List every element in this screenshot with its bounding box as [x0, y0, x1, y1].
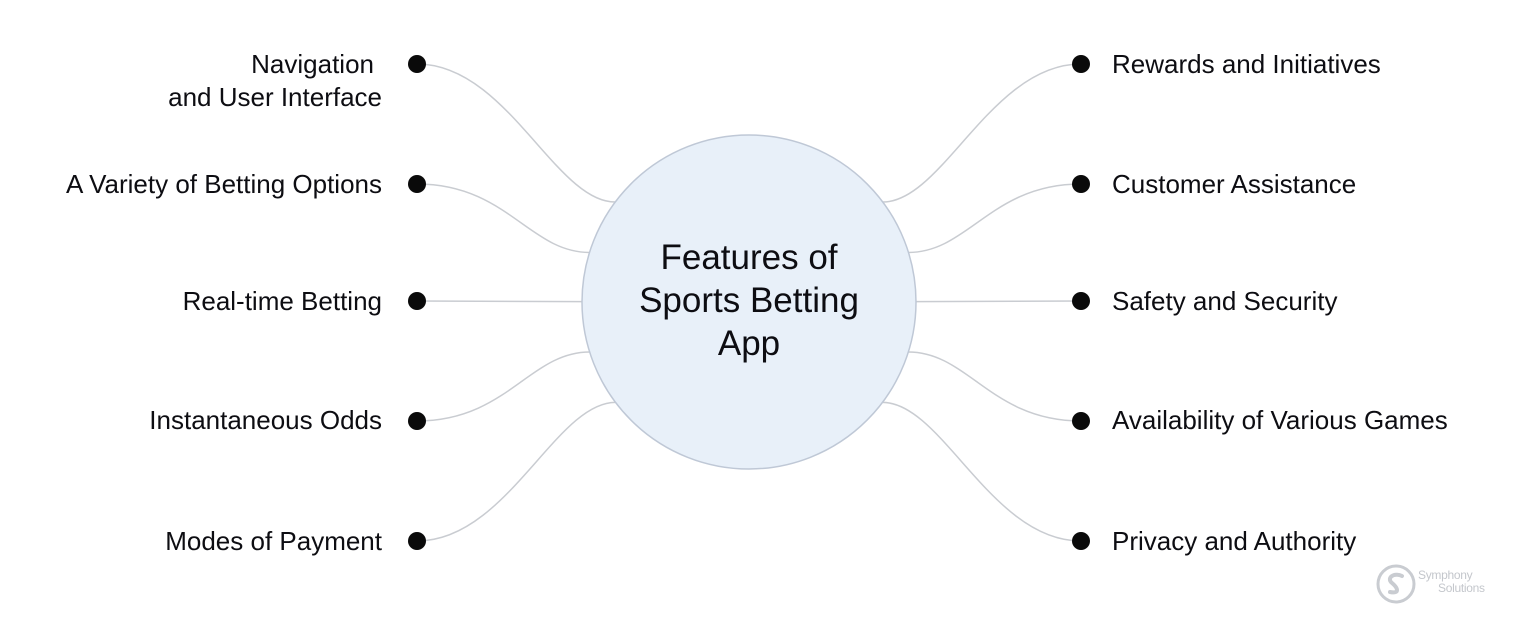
right-connector-5	[882, 401, 1082, 542]
branch-label-line: Navigation	[251, 49, 374, 79]
right-connector-4	[908, 351, 1082, 422]
watermark-line-2: Solutions	[1438, 581, 1485, 595]
symphony-watermark: Symphony Solutions	[1376, 564, 1506, 606]
branch-label-line: Modes of Payment	[165, 526, 382, 556]
branch-label-real-time-betting: Real-time Betting	[183, 285, 382, 318]
branch-label-privacy-authority: Privacy and Authority	[1112, 525, 1356, 558]
branch-label-line: Availability of Various Games	[1112, 405, 1448, 435]
branch-label-betting-options: A Variety of Betting Options	[66, 168, 382, 201]
branch-label-line: Rewards and Initiatives	[1112, 49, 1381, 79]
right-connector-2	[908, 183, 1082, 254]
left-connector-3	[416, 300, 583, 303]
branch-label-line: Privacy and Authority	[1112, 526, 1357, 556]
right-branch-dot-5	[1072, 532, 1090, 550]
central-title-line-1: Features of	[660, 238, 838, 277]
right-connector-3	[915, 300, 1082, 303]
branch-label-safety-security: Safety and Security	[1112, 285, 1337, 318]
right-branch-dot-2	[1072, 175, 1090, 193]
branch-label-navigation: Navigation and User Interface	[168, 48, 382, 114]
central-node-circle	[581, 134, 917, 470]
central-title-line-2: Sports Betting	[639, 281, 859, 320]
watermark-line-1: Symphony	[1418, 568, 1473, 582]
branch-label-line: A Variety of Betting Options	[65, 169, 382, 199]
symphony-logo-icon	[1376, 564, 1416, 604]
right-connector-1	[882, 63, 1082, 203]
branch-label-rewards: Rewards and Initiatives	[1112, 48, 1381, 81]
left-connector-4	[416, 351, 590, 422]
branch-label-various-games: Availability of Various Games	[1112, 404, 1448, 437]
left-connector-1	[416, 63, 616, 203]
left-branch-dot-3	[408, 292, 426, 310]
branch-label-line: Safety and Security	[1112, 286, 1338, 316]
central-title-line-3: App	[717, 324, 781, 363]
left-connector-2	[416, 183, 590, 254]
left-connector-5	[416, 401, 616, 542]
left-branch-dot-2	[408, 175, 426, 193]
left-branch-dot-1	[408, 55, 426, 73]
right-branch-dot-3	[1072, 292, 1090, 310]
watermark-text: Symphony Solutions	[1418, 569, 1485, 595]
branch-label-line: Instantaneous Odds	[149, 405, 382, 435]
left-branch-dot-4	[408, 412, 426, 430]
branch-label-customer-assistance: Customer Assistance	[1112, 168, 1356, 201]
right-branch-dot-4	[1072, 412, 1090, 430]
branch-label-line: Customer Assistance	[1112, 169, 1357, 199]
branch-label-line: Real-time Betting	[182, 286, 382, 316]
central-node-title: Features of Sports Betting App	[582, 236, 916, 365]
branch-label-modes-of-payment: Modes of Payment	[165, 525, 382, 558]
branch-label-instantaneous-odds: Instantaneous Odds	[149, 404, 382, 437]
branch-label-line: and User Interface	[168, 82, 382, 112]
right-branch-dot-1	[1072, 55, 1090, 73]
left-branch-dot-5	[408, 532, 426, 550]
